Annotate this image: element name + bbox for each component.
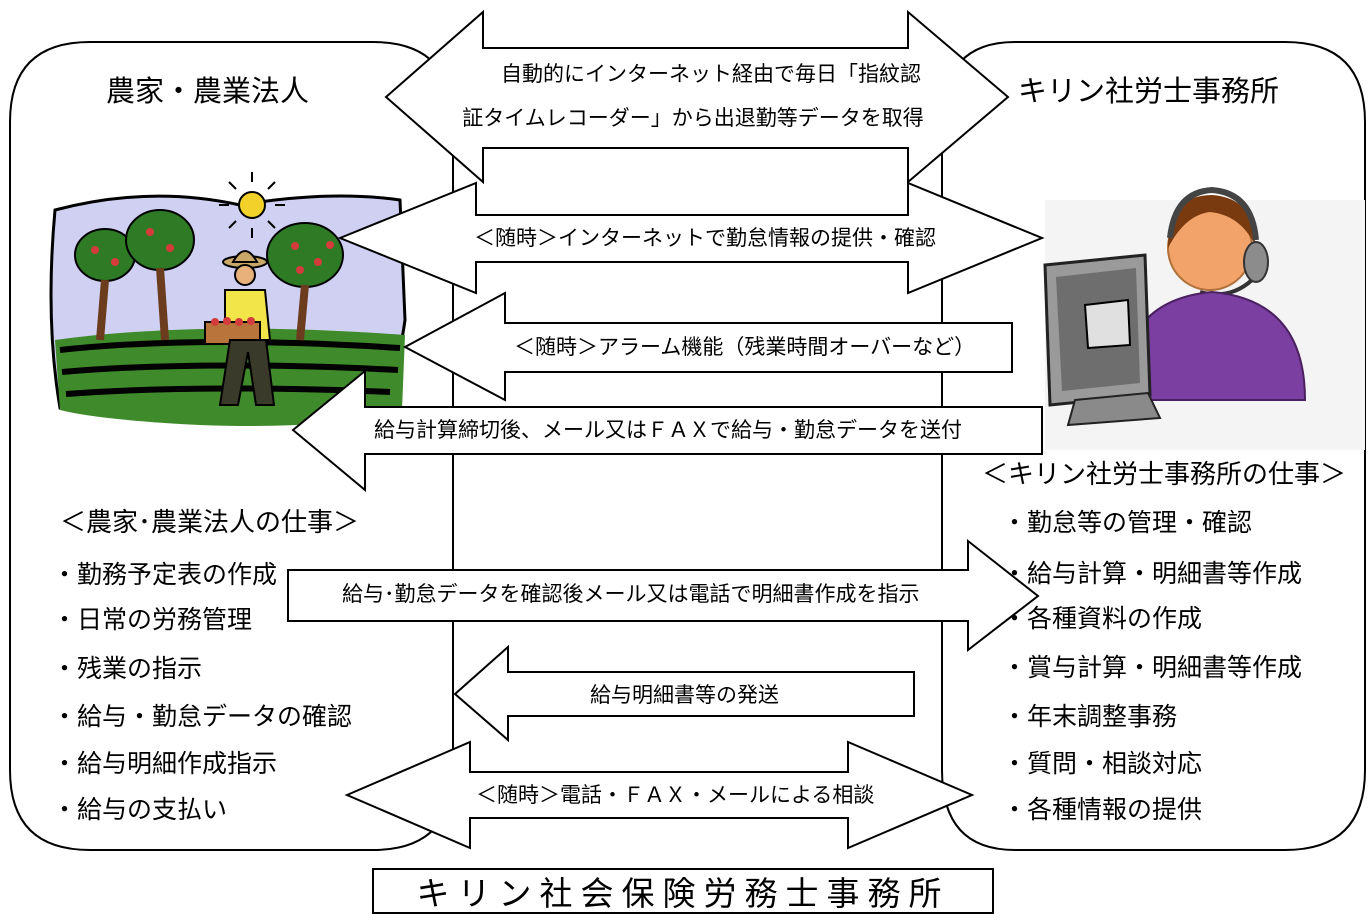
left-work-item: ・日常の労務管理 [52,605,253,634]
footer-title: キリン社会保険労務士事務所 [416,874,950,913]
arrow-consultation [344,740,975,850]
arrow-instruct [287,538,1040,653]
right-panel-title: キリン社労士事務所 [1018,74,1280,108]
right-work-item: ・賞与計算・明細書等作成 [1002,653,1303,682]
left-work-item: ・残業の指示 [52,654,203,683]
right-work-item: ・質問・相談対応 [1002,749,1203,778]
arrow-alarm-label: ＜随時＞アラーム機能（残業時間オーバーなど） [514,335,976,359]
right-work-item: ・各種情報の提供 [1002,795,1203,824]
arrow-auto-fetch-label-line1: 自動的にインターネット経由で毎日「指紋認 [501,62,921,86]
arrow-consultation-label: ＜随時＞電話・ＦＡＸ・メールによる相談 [476,783,875,807]
left-work-item: ・給与の支払い [52,795,228,824]
arrow-online-info [337,181,1045,295]
right-work-heading: ＜キリン社労士事務所の仕事＞ [982,460,1347,490]
footer-title-box: キリン社会保険労務士事務所 [372,868,994,914]
left-work-item: ・給与明細作成指示 [52,749,278,778]
arrow-send-data [291,368,1043,493]
right-work-item: ・各種資料の作成 [1002,604,1203,633]
arrow-ship-statements [453,644,915,743]
arrow-send-data-label: 給与計算締切後、メール又はＦＡＸで給与・勤怠データを送付 [374,418,962,442]
left-work-item: ・勤務予定表の作成 [52,560,278,589]
arrow-auto-fetch-label-line2: 証タイムレコーダー」から出退勤等データを取得 [462,106,924,130]
arrow-instruct-label: 給与･勤怠データを確認後メール又は電話で明細書作成を指示 [342,582,920,606]
operator-illustration [1043,186,1365,450]
left-work-heading: ＜農家･農業法人の仕事＞ [60,508,360,538]
arrow-alarm [402,291,1013,402]
arrow-auto-fetch [384,9,1010,185]
left-work-item: ・給与・勤怠データの確認 [52,702,353,731]
arrow-ship-statements-label: 給与明細書等の発送 [590,683,779,707]
left-panel-title: 農家・農業法人 [106,74,310,108]
arrow-online-info-label: ＜随時＞インターネットで勤怠情報の提供・確認 [474,226,936,250]
right-work-item: ・給与計算・明細書等作成 [1002,559,1303,588]
right-work-item: ・年末調整事務 [1002,702,1178,731]
right-work-item: ・勤怠等の管理・確認 [1002,508,1253,537]
